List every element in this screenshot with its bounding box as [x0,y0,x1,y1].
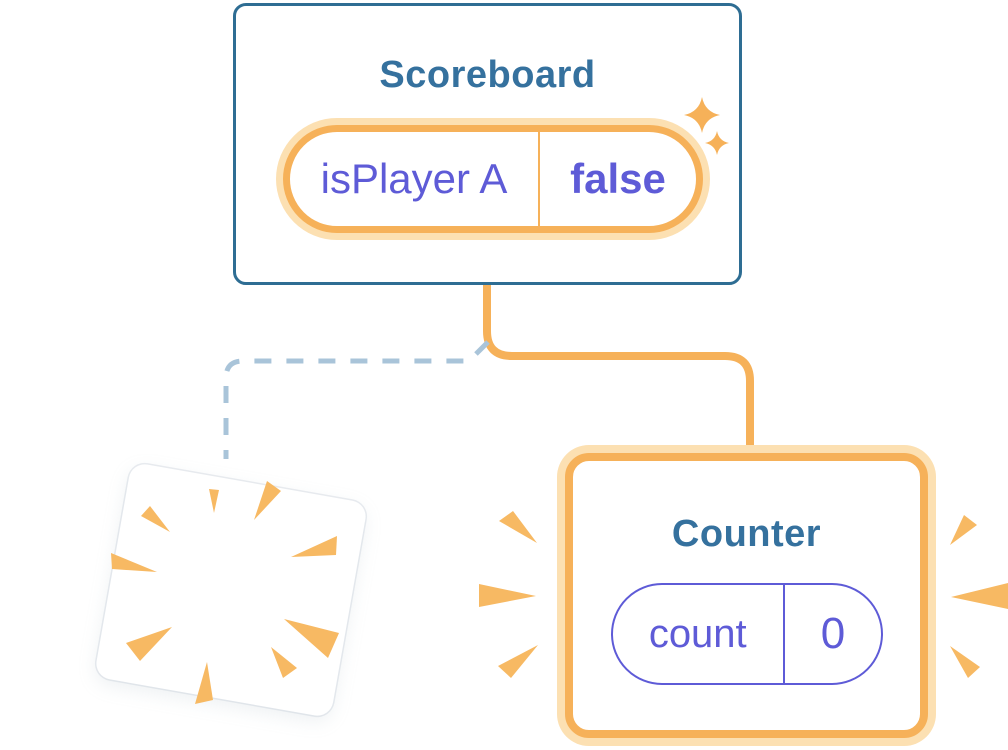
state-value-cell: 0 [785,585,881,683]
scoreboard-state-pill: isPlayer A false [283,125,703,233]
scoreboard-title: Scoreboard [379,54,596,96]
state-label-cell: count [613,585,783,683]
counter-title: Counter [671,513,822,555]
counter-component-card: Counter count 0 [565,453,928,738]
state-value: false [570,155,666,202]
state-label: isPlayer A [320,155,508,202]
pill-divider [538,132,540,226]
state-value-cell: false [540,132,696,226]
state-destroyed-connector-line [223,340,490,459]
pill-divider [782,585,785,683]
state-value: 0 [820,609,846,658]
state-label: count [648,611,747,656]
counter-state-pill: count 0 [611,583,883,685]
state-kept-connector-line [483,283,754,458]
destroyed-component-card [93,461,369,719]
state-label-cell: isPlayer A [290,132,538,226]
scoreboard-component-card: Scoreboard isPlayer A false [233,3,742,285]
